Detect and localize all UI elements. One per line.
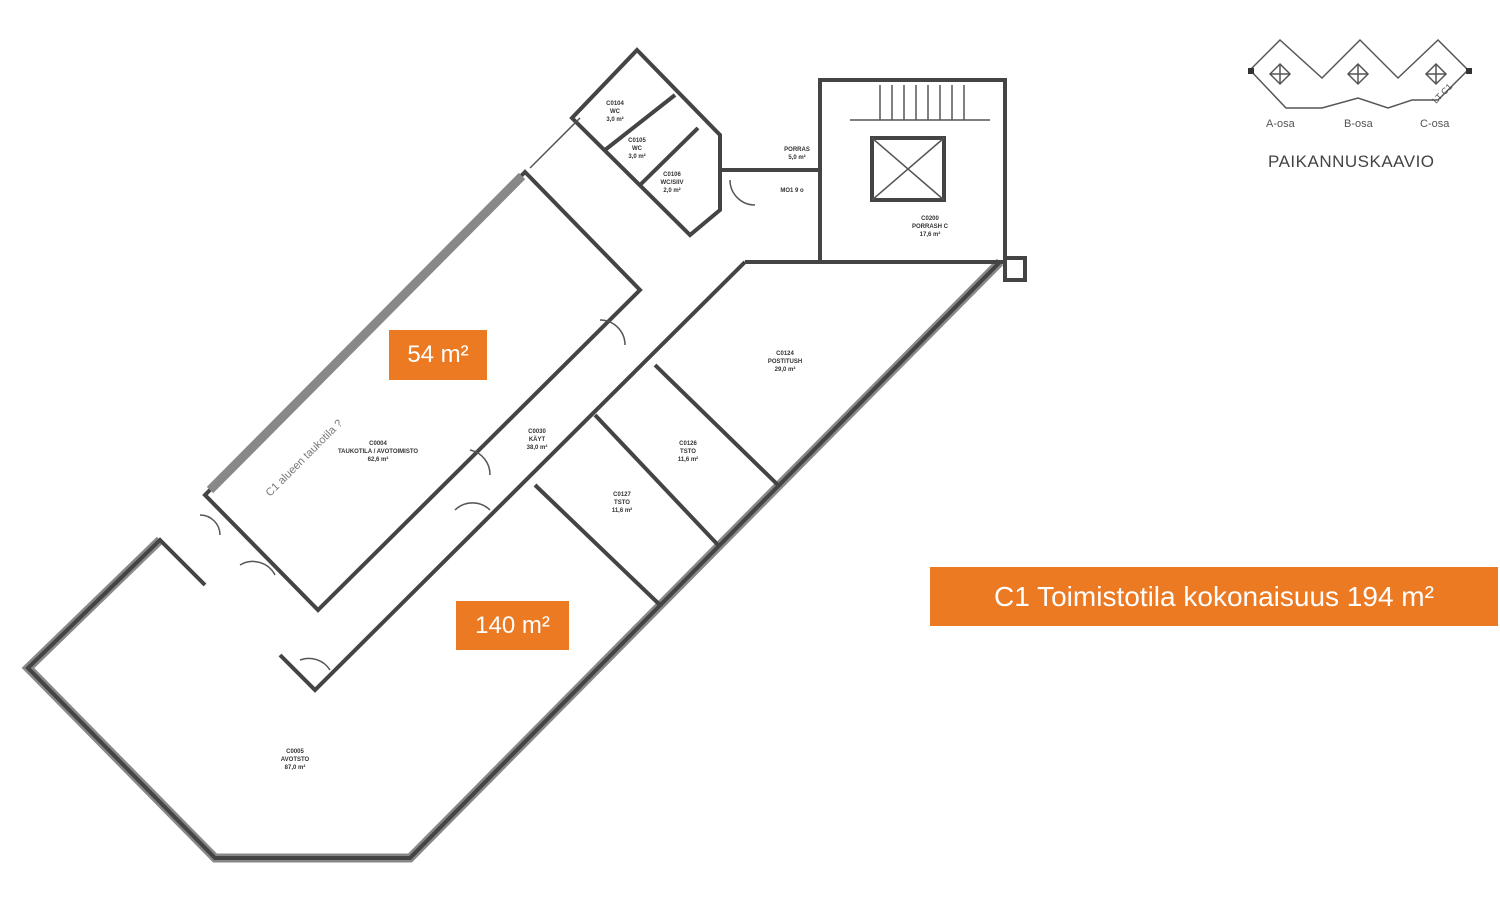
svg-text:PORRASH C: PORRASH C (912, 224, 949, 230)
svg-text:5,0 m²: 5,0 m² (788, 154, 805, 161)
stair-treads (850, 85, 990, 121)
svg-text:AVOTSTO: AVOTSTO (281, 757, 310, 763)
svg-text:38,0 m²: 38,0 m² (527, 444, 548, 451)
elevator (870, 136, 946, 202)
key-section-b: B-osa (1344, 118, 1373, 130)
key-plan-marker: LT C1 (1430, 82, 1454, 106)
svg-text:C0200: C0200 (921, 216, 939, 222)
corridor-wall (278, 260, 747, 693)
svg-text:WC: WC (610, 109, 621, 115)
svg-text:C0126: C0126 (679, 441, 697, 447)
key-section-a: A-osa (1266, 118, 1295, 130)
column (1003, 256, 1027, 282)
svg-text:MO1 9 o: MO1 9 o (780, 188, 804, 194)
key-section-c: C-osa (1420, 118, 1450, 130)
svg-text:C0105: C0105 (628, 138, 646, 144)
office-divider (533, 483, 662, 607)
wc-block (569, 47, 722, 238)
svg-text:3,0 m²: 3,0 m² (606, 116, 623, 123)
svg-text:WC: WC (632, 146, 643, 152)
svg-text:PORRAS: PORRAS (784, 147, 810, 153)
facade-window-wall (21, 258, 1004, 863)
svg-text:C0030: C0030 (528, 429, 546, 435)
svg-text:3,0 m²: 3,0 m² (628, 153, 645, 160)
svg-text:TAUKOTILA / AVOTOIMISTO: TAUKOTILA / AVOTOIMISTO (338, 449, 418, 455)
svg-text:C0127: C0127 (613, 492, 631, 498)
svg-text:C0106: C0106 (663, 172, 681, 178)
svg-text:C0104: C0104 (606, 101, 624, 107)
svg-text:87,0 m²: 87,0 m² (285, 764, 306, 771)
svg-text:POSTITUSH: POSTITUSH (768, 359, 802, 365)
svg-text:C0124: C0124 (776, 351, 794, 357)
svg-text:2,0 m²: 2,0 m² (663, 187, 680, 194)
svg-text:11,6 m²: 11,6 m² (612, 507, 632, 514)
svg-text:29,0 m²: 29,0 m² (775, 366, 796, 373)
svg-text:62,6 m²: 62,6 m² (368, 456, 389, 463)
break-room-window (206, 172, 526, 494)
area-badge-54: 54 m² (389, 330, 487, 380)
door-arcs (199, 179, 756, 671)
svg-text:WC/SIIV: WC/SIIV (660, 180, 683, 186)
svg-text:11,6 m²: 11,6 m² (678, 456, 698, 463)
outer-wall (25, 260, 1002, 860)
svg-text:17,6 m²: 17,6 m² (920, 231, 941, 238)
key-plan-title: PAIKANNUSKAAVIO (1268, 152, 1435, 171)
svg-text:C0004: C0004 (369, 441, 387, 447)
svg-text:KÄYT: KÄYT (529, 436, 546, 443)
area-badge-140: 140 m² (456, 601, 569, 650)
office-divider (653, 363, 782, 489)
svg-text:C0005: C0005 (286, 749, 304, 755)
svg-text:TSTO: TSTO (680, 449, 696, 455)
break-room-walls (202, 169, 643, 613)
stairwell (818, 78, 1007, 264)
key-plan-diagram: LT C1 (1248, 38, 1472, 109)
office-divider (593, 413, 720, 547)
total-area-badge: C1 Toimistotila kokonaisuus 194 m² (930, 567, 1498, 626)
svg-text:TSTO: TSTO (614, 500, 630, 506)
